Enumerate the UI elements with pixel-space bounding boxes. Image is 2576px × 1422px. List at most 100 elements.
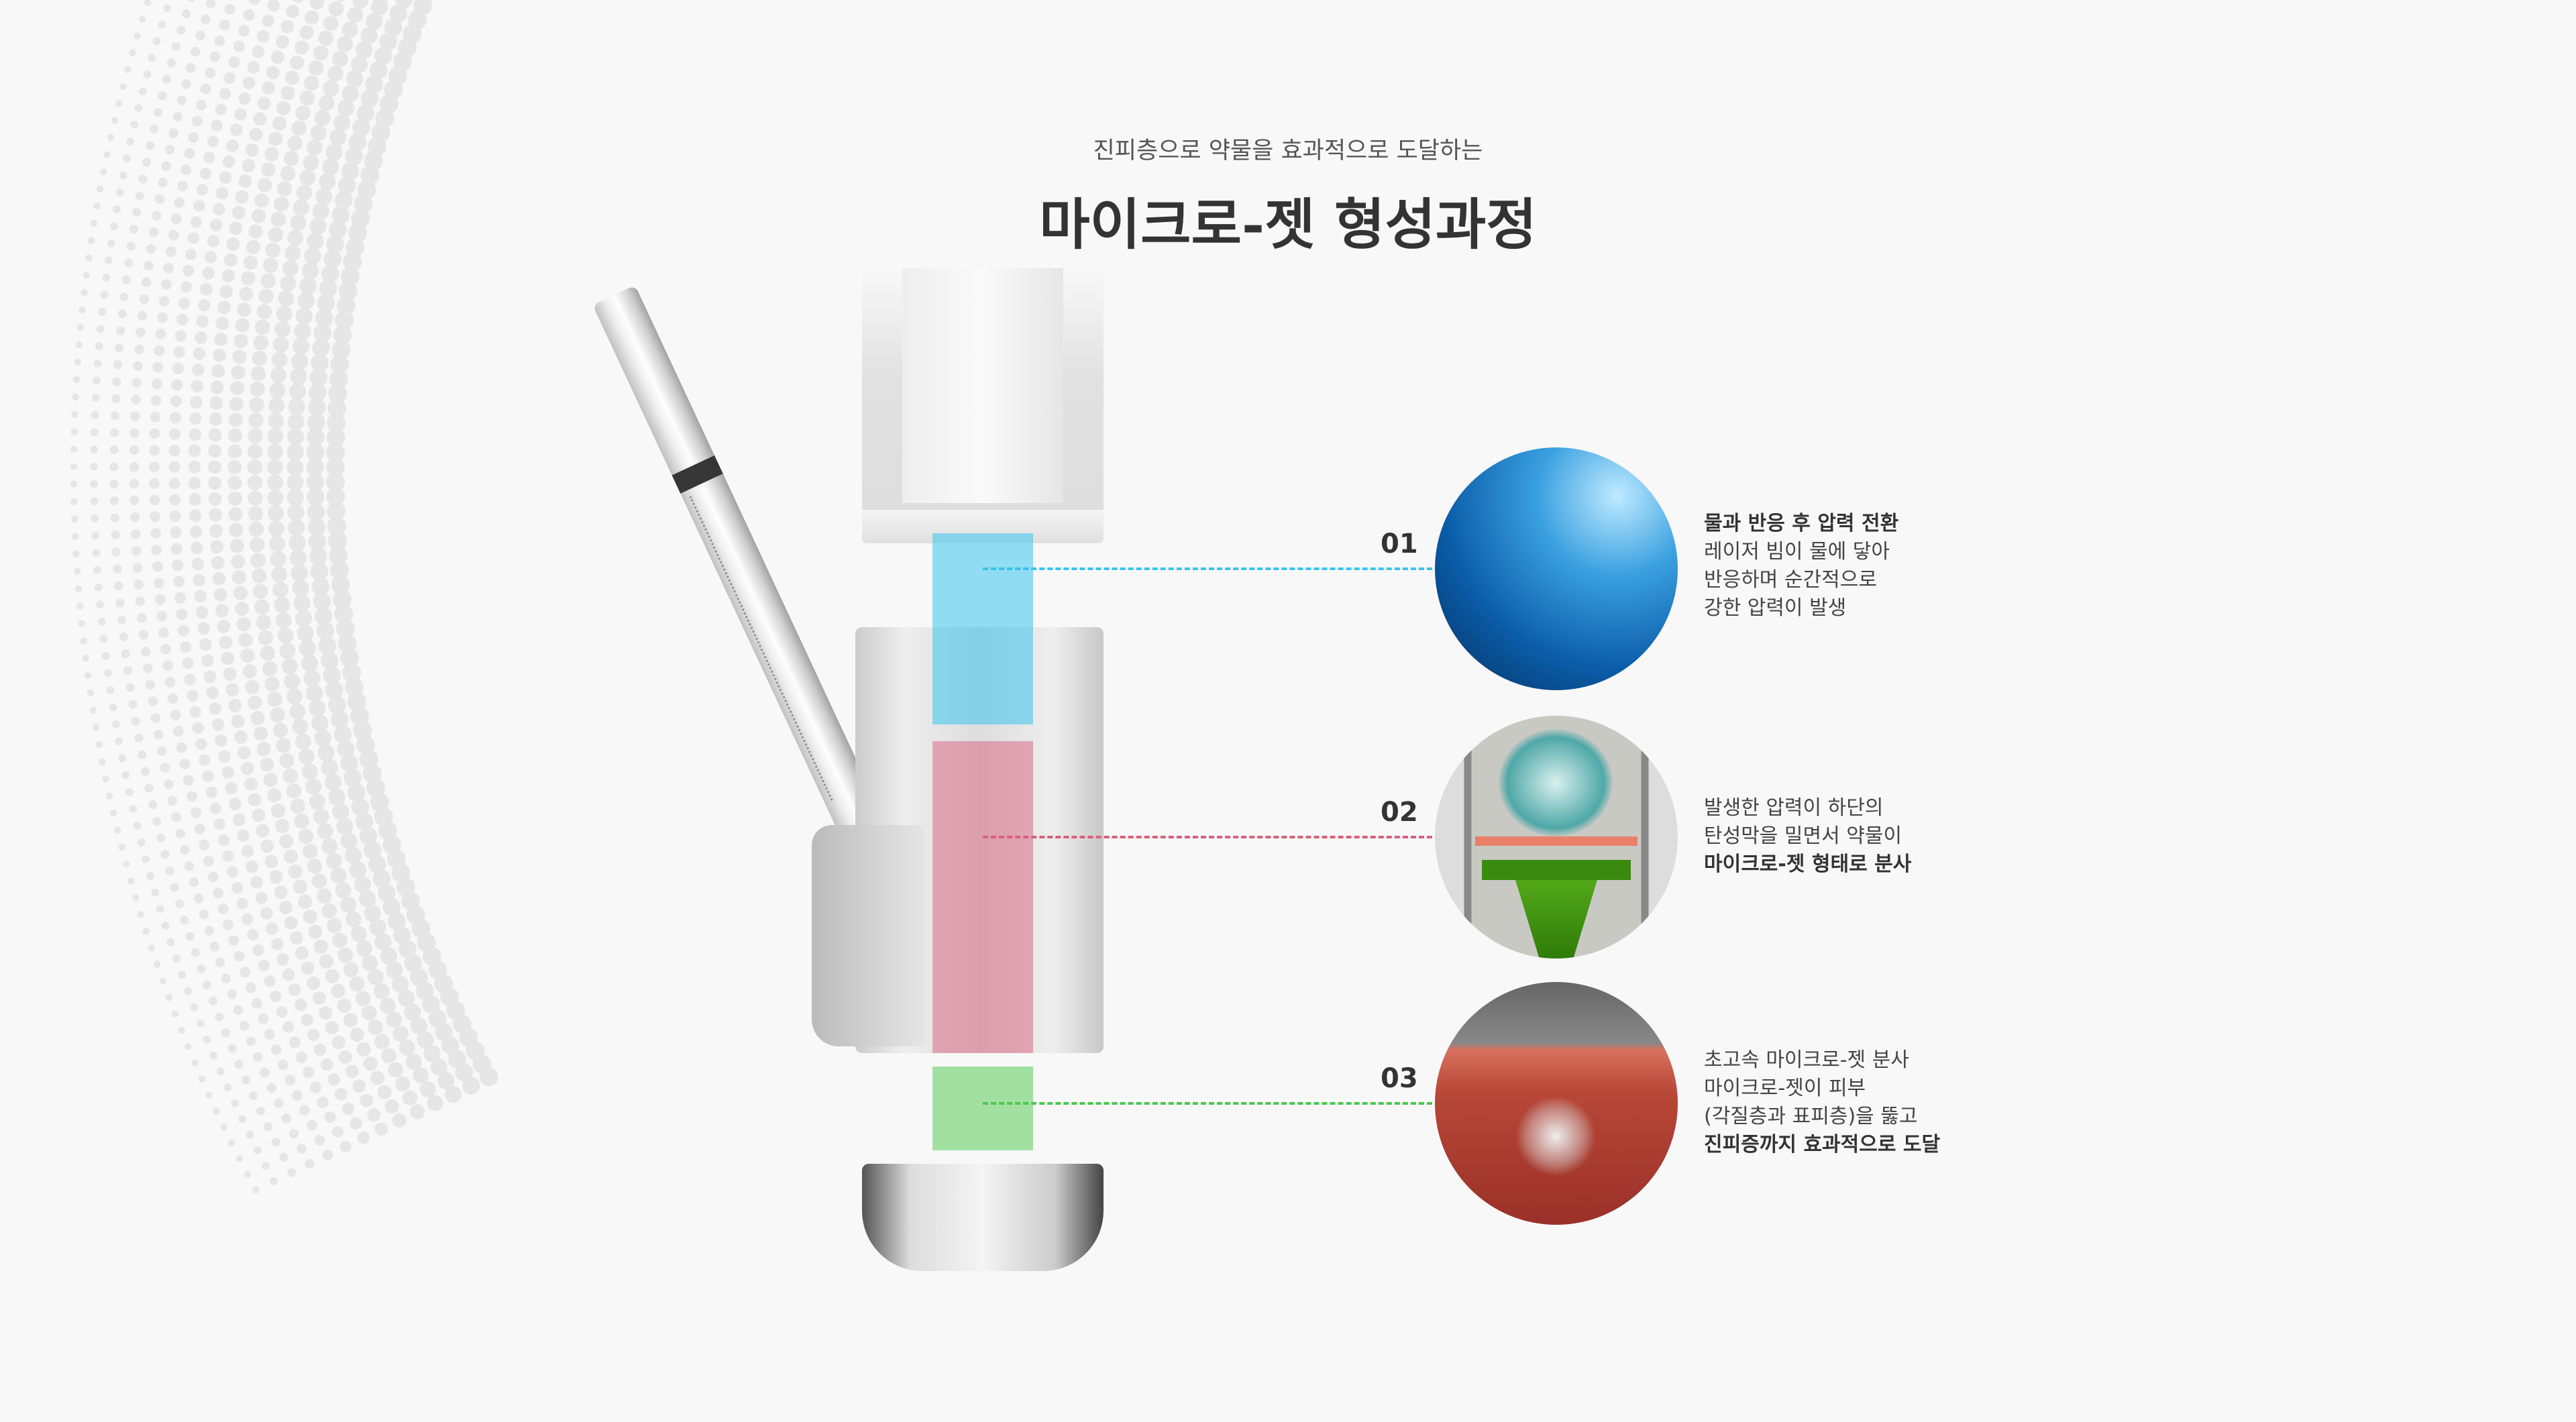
pattern-dot	[388, 912, 406, 930]
pattern-dot	[151, 888, 160, 897]
pattern-dot	[331, 340, 351, 360]
pattern-dot	[188, 444, 201, 457]
pattern-dot	[258, 1013, 269, 1024]
pattern-dot	[312, 339, 330, 357]
pattern-dot	[130, 121, 139, 129]
pattern-dot	[368, 855, 386, 874]
pattern-dot	[241, 158, 256, 172]
pattern-dot	[138, 87, 147, 95]
pattern-dot	[100, 290, 109, 299]
pattern-dot	[384, 1099, 399, 1114]
pattern-dot	[286, 428, 305, 445]
pattern-dot	[142, 158, 151, 167]
pattern-dot	[324, 773, 342, 791]
pattern-dot	[354, 875, 372, 893]
pattern-dot	[419, 1081, 436, 1098]
pattern-dot	[326, 428, 345, 447]
pattern-dot	[275, 818, 290, 834]
pattern-dot	[188, 460, 201, 474]
pattern-dot	[73, 567, 81, 576]
pattern-dot	[140, 646, 151, 657]
pattern-dot	[103, 151, 111, 158]
pattern-dot	[225, 683, 239, 697]
pattern-dot	[267, 459, 283, 476]
pattern-dot	[350, 926, 367, 942]
pattern-dot	[231, 206, 246, 219]
pattern-dot	[137, 613, 147, 623]
pattern-dot	[114, 581, 123, 591]
pattern-dot	[288, 864, 303, 879]
pattern-dot	[332, 590, 352, 609]
pattern-dot	[301, 655, 319, 672]
pattern-dot	[250, 876, 263, 889]
pattern-dot	[256, 742, 271, 757]
pattern-dot	[95, 741, 103, 749]
pattern-dot	[290, 368, 307, 385]
pattern-dot	[331, 710, 349, 729]
pattern-dot	[208, 428, 222, 442]
pattern-dot	[138, 174, 148, 184]
pattern-dot	[337, 947, 354, 963]
pattern-dot	[226, 140, 239, 152]
pattern-dot	[90, 497, 99, 506]
pattern-dot	[319, 279, 337, 298]
pattern-dot	[299, 169, 316, 186]
pattern-dot	[248, 793, 262, 807]
pattern-dot	[205, 67, 216, 78]
pattern-dot	[317, 1096, 329, 1108]
pattern-dot	[299, 90, 315, 106]
pattern-dot	[115, 737, 123, 746]
pattern-dot	[310, 124, 327, 141]
pattern-dot	[207, 235, 220, 248]
pattern-dot	[113, 564, 122, 573]
pattern-dot	[260, 1067, 270, 1078]
pattern-dot	[227, 989, 237, 999]
pattern-dot	[333, 114, 351, 131]
pattern-dot	[170, 527, 182, 539]
pattern-dot	[97, 325, 105, 333]
pattern-dot	[364, 151, 383, 170]
pattern-dot	[345, 846, 362, 865]
pattern-dot	[272, 582, 289, 598]
pattern-dot	[168, 494, 181, 506]
pattern-dot	[309, 547, 327, 566]
step-1-description: 물과 반응 후 압력 전환 레이저 빔이 물에 닿아 반응하며 순간적으로 강한…	[1704, 510, 1898, 622]
pattern-dot	[264, 676, 280, 692]
pattern-dot	[280, 85, 295, 101]
pattern-dot	[176, 25, 186, 35]
pattern-dot	[313, 991, 327, 1005]
pattern-dot	[347, 7, 364, 23]
top-tube	[862, 268, 1104, 543]
pattern-dot	[303, 669, 321, 687]
pattern-dot	[180, 916, 189, 925]
pattern-dot	[327, 502, 346, 521]
pattern-dot	[307, 232, 324, 250]
pattern-dot	[146, 243, 156, 254]
pattern-dot	[109, 445, 119, 455]
pattern-dot	[323, 15, 339, 32]
pattern-dot	[191, 557, 205, 571]
pattern-dot	[264, 855, 278, 869]
pattern-dot	[344, 677, 364, 697]
pattern-dot	[97, 617, 106, 626]
pattern-dot	[337, 0, 347, 2]
pattern-dot	[374, 46, 392, 65]
pattern-dot	[294, 322, 311, 340]
pattern-dot	[129, 478, 140, 489]
pattern-dot	[189, 525, 203, 538]
pattern-dot	[289, 549, 307, 567]
pattern-dot	[313, 1043, 327, 1056]
pattern-dot	[325, 144, 343, 161]
pattern-dot	[296, 184, 313, 201]
pattern-dot	[254, 193, 269, 208]
pattern-dot	[335, 1087, 347, 1101]
pattern-dot	[374, 1034, 390, 1050]
pattern-dot	[287, 504, 305, 521]
pattern-dot	[91, 394, 100, 402]
pattern-dot	[371, 0, 388, 15]
pattern-dot	[118, 843, 125, 851]
pattern-dot	[233, 813, 246, 826]
pattern-dot	[347, 692, 366, 711]
pattern-dot	[319, 954, 334, 969]
pattern-dot	[216, 1067, 225, 1076]
